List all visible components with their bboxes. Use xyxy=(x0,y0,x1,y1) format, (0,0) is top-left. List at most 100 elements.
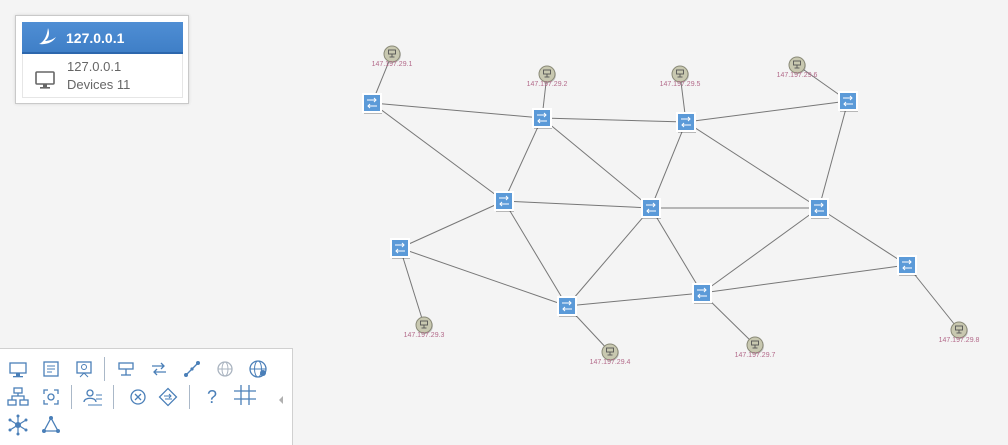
toolbar-separator xyxy=(104,357,105,381)
host-node[interactable]: 147.197.29.1 xyxy=(372,45,413,68)
switch-icon xyxy=(562,300,572,312)
topology-link xyxy=(701,264,908,294)
switch-node[interactable] xyxy=(838,91,858,112)
host-node[interactable]: 147.197.29.4 xyxy=(590,343,631,366)
topology-link xyxy=(541,117,652,209)
host-node[interactable]: 147.197.29.6 xyxy=(777,56,818,79)
server-info-card[interactable]: 127.0.0.1 127.0.0.1 Devices 11 xyxy=(15,15,189,104)
switch-icon xyxy=(681,116,691,128)
switch-node[interactable] xyxy=(641,198,661,219)
help-icon[interactable]: ? xyxy=(206,387,217,407)
focus-icon[interactable] xyxy=(38,385,64,409)
monitor-icon xyxy=(35,71,55,89)
host-label: 147.197.29.8 xyxy=(939,337,980,344)
host-label: 147.197.29.5 xyxy=(660,81,701,88)
toolbar-separator xyxy=(113,385,114,409)
logo-icon xyxy=(39,28,56,45)
swap-icon[interactable] xyxy=(155,385,181,409)
topology-links xyxy=(371,53,960,353)
topology-link xyxy=(701,207,820,294)
document-icon[interactable] xyxy=(38,357,64,381)
globe-icon[interactable] xyxy=(212,357,238,381)
host-device-icon xyxy=(606,347,614,356)
topology-link xyxy=(650,207,703,294)
switch-node[interactable] xyxy=(692,283,712,304)
topology-link xyxy=(399,247,568,307)
star-topology-icon[interactable] xyxy=(5,413,31,437)
card-body: 127.0.0.1 Devices 11 xyxy=(22,54,183,98)
host-node[interactable]: 147.197.29.5 xyxy=(660,65,701,88)
switch-icon xyxy=(646,202,656,214)
switch-nodes xyxy=(362,91,917,317)
host-label: 147.197.29.1 xyxy=(372,61,413,68)
switch-icon xyxy=(697,287,707,299)
hierarchy-layout-icon[interactable] xyxy=(5,385,31,409)
switch-node[interactable] xyxy=(532,108,552,129)
host-label: 147.197.29.3 xyxy=(404,332,445,339)
host-label: 147.197.29.4 xyxy=(590,359,631,366)
link-icon[interactable] xyxy=(179,357,205,381)
host-device-icon xyxy=(751,340,759,349)
monitor-icon[interactable] xyxy=(5,357,31,381)
topology-link xyxy=(503,200,568,307)
switch-icon xyxy=(367,97,377,109)
close-circle-icon[interactable] xyxy=(125,385,151,409)
toolbar-separator xyxy=(71,385,72,409)
card-title: 127.0.0.1 xyxy=(66,30,125,46)
network-device-icon[interactable] xyxy=(113,357,139,381)
collapse-toolbar-icon[interactable] xyxy=(276,393,286,407)
topology-link xyxy=(818,100,849,209)
grid-icon[interactable] xyxy=(232,383,258,407)
switch-node[interactable] xyxy=(390,238,410,259)
presentation-icon[interactable] xyxy=(71,357,97,381)
host-node[interactable]: 147.197.29.8 xyxy=(939,321,980,344)
triangle-topology-icon[interactable] xyxy=(38,413,64,437)
switch-icon xyxy=(499,195,509,207)
switch-node[interactable] xyxy=(897,255,917,276)
host-label: 147.197.29.7 xyxy=(735,352,776,359)
switch-icon xyxy=(395,242,405,254)
host-device-icon xyxy=(793,60,801,69)
switch-node[interactable] xyxy=(494,191,514,212)
internet-icon[interactable] xyxy=(245,357,271,381)
host-node[interactable]: 147.197.29.3 xyxy=(404,316,445,339)
switch-icon[interactable] xyxy=(146,357,172,381)
switch-node[interactable] xyxy=(809,198,829,219)
host-node[interactable]: 147.197.29.2 xyxy=(527,65,568,88)
topology-link xyxy=(685,121,820,209)
host-device-icon xyxy=(420,320,428,329)
card-header: 127.0.0.1 xyxy=(22,22,183,54)
toolbar: ? xyxy=(0,348,293,445)
switch-node[interactable] xyxy=(362,93,382,114)
switch-node[interactable] xyxy=(676,112,696,133)
topology-link xyxy=(650,121,687,209)
topology-link xyxy=(371,102,543,119)
host-device-icon xyxy=(543,69,551,78)
host-label: 147.197.29.2 xyxy=(527,81,568,88)
server-ip: 127.0.0.1 xyxy=(67,59,122,74)
topology-link xyxy=(906,264,960,331)
topology-link xyxy=(685,100,849,123)
topology-link xyxy=(566,207,652,307)
switch-icon xyxy=(537,112,547,124)
users-icon[interactable] xyxy=(80,385,106,409)
topology-link xyxy=(541,117,687,123)
topology-link xyxy=(399,247,425,326)
switch-icon xyxy=(843,95,853,107)
switch-node[interactable] xyxy=(557,296,577,317)
topology-link xyxy=(818,207,908,266)
switch-icon xyxy=(814,202,824,214)
host-nodes: 147.197.29.1 147.197.29.2 147.197.29.5 147.… xyxy=(372,45,980,366)
host-device-icon xyxy=(388,49,396,58)
topology-link xyxy=(371,102,505,202)
topology-link xyxy=(503,117,543,202)
device-count: Devices 11 xyxy=(67,77,131,92)
switch-icon xyxy=(902,259,912,271)
topology-link xyxy=(566,292,703,307)
topology-link xyxy=(503,200,652,209)
topology-link xyxy=(399,200,505,249)
host-node[interactable]: 147.197.29.7 xyxy=(735,336,776,359)
host-device-icon xyxy=(955,325,963,334)
host-device-icon xyxy=(676,69,684,78)
